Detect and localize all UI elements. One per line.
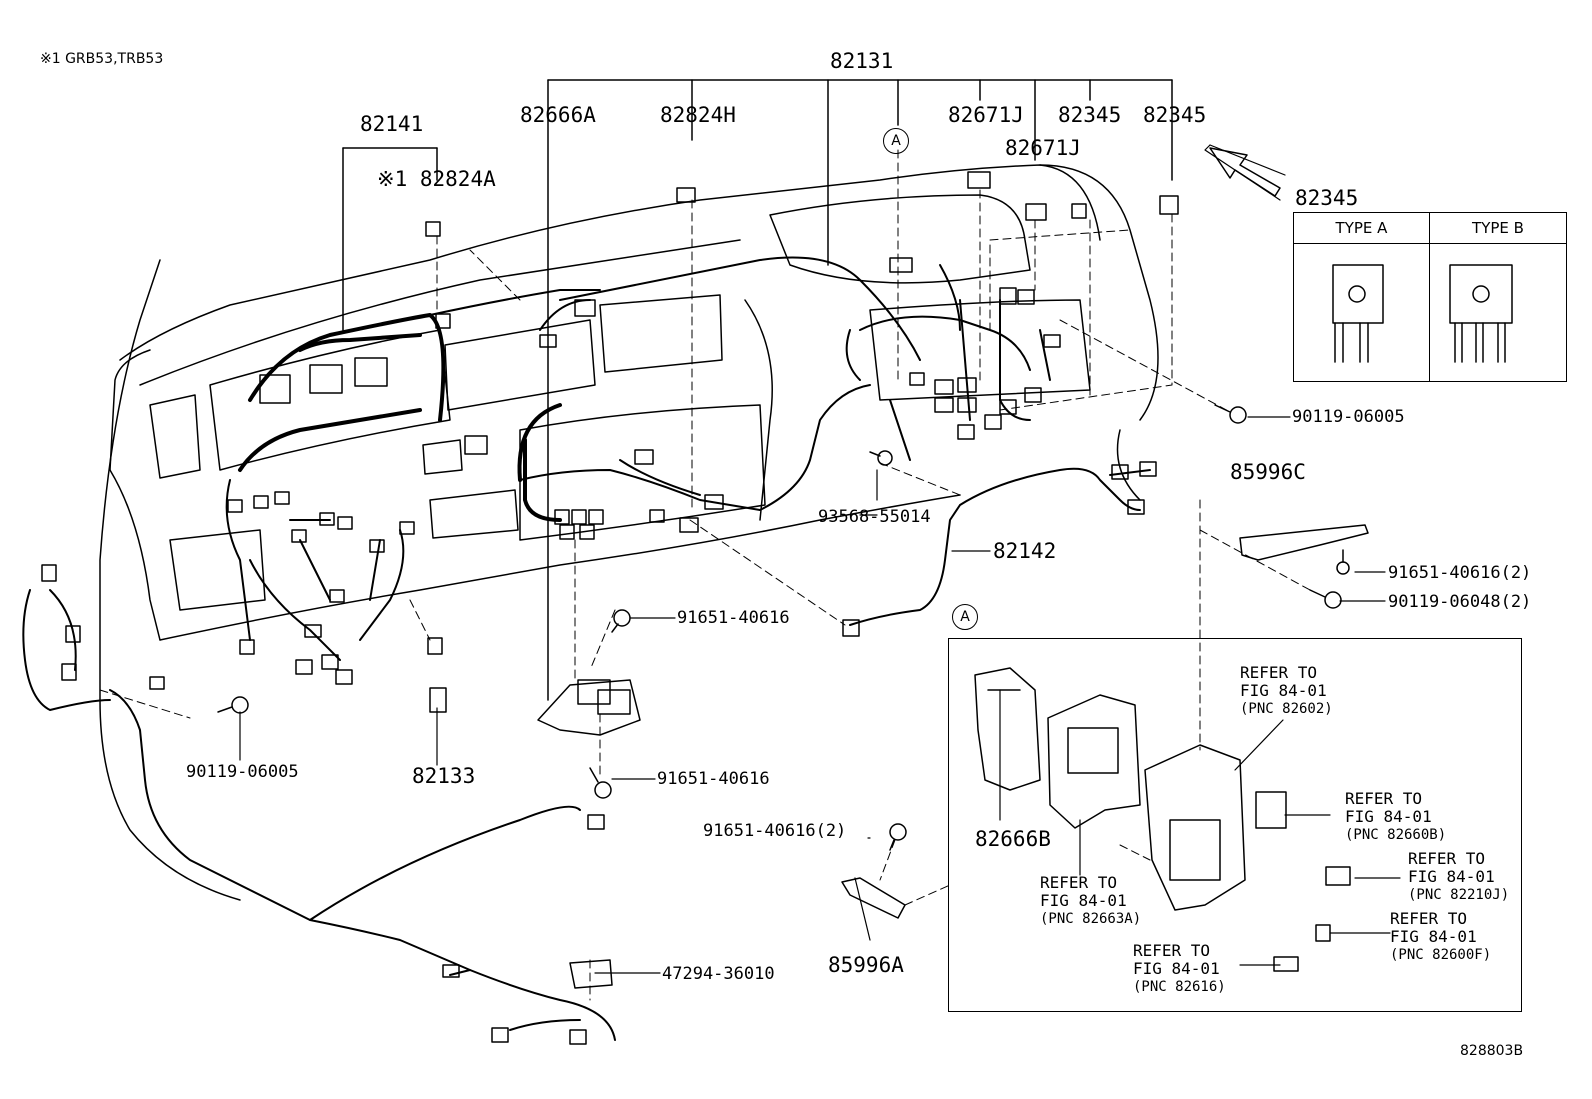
refer-figure: FIG 84-01 [1040,891,1127,910]
part-82131: 82131 [830,49,894,73]
model-note: ※1 GRB53,TRB53 [40,51,164,67]
dashed-leaders [99,149,1311,1001]
refer-line: REFER TO [1240,663,1318,682]
part-82671J: 82671J [1005,136,1081,160]
part-82671J: 82671J [948,103,1024,127]
refer-figure: FIG 84-01 [1133,959,1220,978]
refer-line: REFER TO [1390,909,1468,928]
refer-figure: FIG 84-01 [1240,681,1327,700]
part-82345: 82345 [1143,103,1207,127]
harness-82131 [225,256,1051,661]
refer-figure: FIG 84-01 [1345,807,1432,826]
refer-pnc: (PNC 82660B) [1345,827,1447,843]
junction-block-82602-icon [1144,744,1246,911]
part-47294-36010: 47294-36010 [662,964,775,984]
bracket-85996C-icon [1239,524,1369,561]
type-b-column: TYPE B [1430,213,1566,381]
part-82345: 82345 [1058,103,1122,127]
refer-line: REFER TO [1345,789,1423,808]
junction-block-detail-frame [948,638,1522,1012]
relay-type-a-icon [1332,264,1384,363]
refer-figure: FIG 84-01 [1408,867,1495,886]
view-arrow-icon [1209,147,1281,197]
junction-block-82663A-icon [1047,694,1141,829]
part-82133: 82133 [412,764,476,788]
part-91651-40616: 91651-40616 [677,608,790,628]
part-90119-06005: 90119-06005 [186,762,299,782]
relay-82210J-icon [1325,866,1351,886]
relay-block-82666B-icon [974,667,1041,791]
gauge-cluster-icons [259,357,388,404]
harness-82142 [849,467,1151,626]
refer-pnc: (PNC 82600F) [1390,947,1492,963]
refer-figure: FIG 84-01 [1390,927,1477,946]
part-91651-40616-x2: 91651-40616(2) [1388,563,1532,583]
relay-type-b-icon [1449,264,1513,363]
refer-callout-82600F: REFER TO FIG 84-01 (PNC 82600F) [1390,910,1491,964]
refer-pnc: (PNC 82602) [1240,701,1333,717]
refer-callout-82660B: REFER TO FIG 84-01 (PNC 82660B) [1345,790,1446,844]
circle-marker-a: A [883,128,909,154]
part-82142: 82142 [993,539,1057,563]
label-plate-icon [569,959,613,989]
relay-block-82666A-icon [537,679,641,736]
refer-callout-82210J: REFER TO FIG 84-01 (PNC 82210J) [1408,850,1509,904]
refer-callout-82602: REFER TO FIG 84-01 (PNC 82602) [1240,664,1333,718]
circle-marker-a: A [952,604,978,630]
refer-pnc: (PNC 82210J) [1408,887,1510,903]
figure-code: 828803B [1460,1043,1524,1059]
relay-82660B-icon [1255,791,1287,829]
harness-82141 [238,313,562,522]
part-82666A: 82666A [520,103,596,127]
part-82141: 82141 [360,112,424,136]
fuse-82616-icon [1273,956,1299,972]
bracket-85996A-icon [841,877,906,919]
type-a-header: TYPE A [1294,213,1429,244]
part-91651-40616: 91651-40616 [657,769,770,789]
type-b-header: TYPE B [1430,213,1566,244]
relay-82600F-icon [1315,924,1331,942]
refer-line: REFER TO [1133,941,1211,960]
part-82824A: ※1 82824A [377,167,496,191]
part-85996A: 85996A [828,953,904,977]
part-82824H: 82824H [660,103,736,127]
type-a-column: TYPE A [1294,213,1430,381]
connector-icons [41,171,1179,1045]
part-82345: 82345 [1295,186,1359,210]
refer-callout-82616: REFER TO FIG 84-01 (PNC 82616) [1133,942,1226,996]
bracket-82141 [342,147,438,331]
part-85996C: 85996C [1230,460,1306,484]
refer-pnc: (PNC 82663A) [1040,911,1142,927]
refer-line: REFER TO [1408,849,1486,868]
refer-line: REFER TO [1040,873,1118,892]
bracket-82131 [547,79,1173,701]
dashboard-outline [99,164,1159,901]
part-82666B: 82666B [975,827,1051,851]
relay-type-table: TYPE A TYPE B [1293,212,1567,382]
bolt-icons [217,404,1350,851]
refer-callout-82663A: REFER TO FIG 84-01 (PNC 82663A) [1040,874,1141,928]
part-91651-40616-x2: 91651-40616(2) [703,821,847,841]
refer-pnc: (PNC 82616) [1133,979,1226,995]
floor-harness [22,589,616,1041]
part-90119-06048-x2: 90119-06048(2) [1388,592,1532,612]
part-90119-06005: 90119-06005 [1292,407,1405,427]
part-93568-55014: 93568-55014 [818,507,931,527]
